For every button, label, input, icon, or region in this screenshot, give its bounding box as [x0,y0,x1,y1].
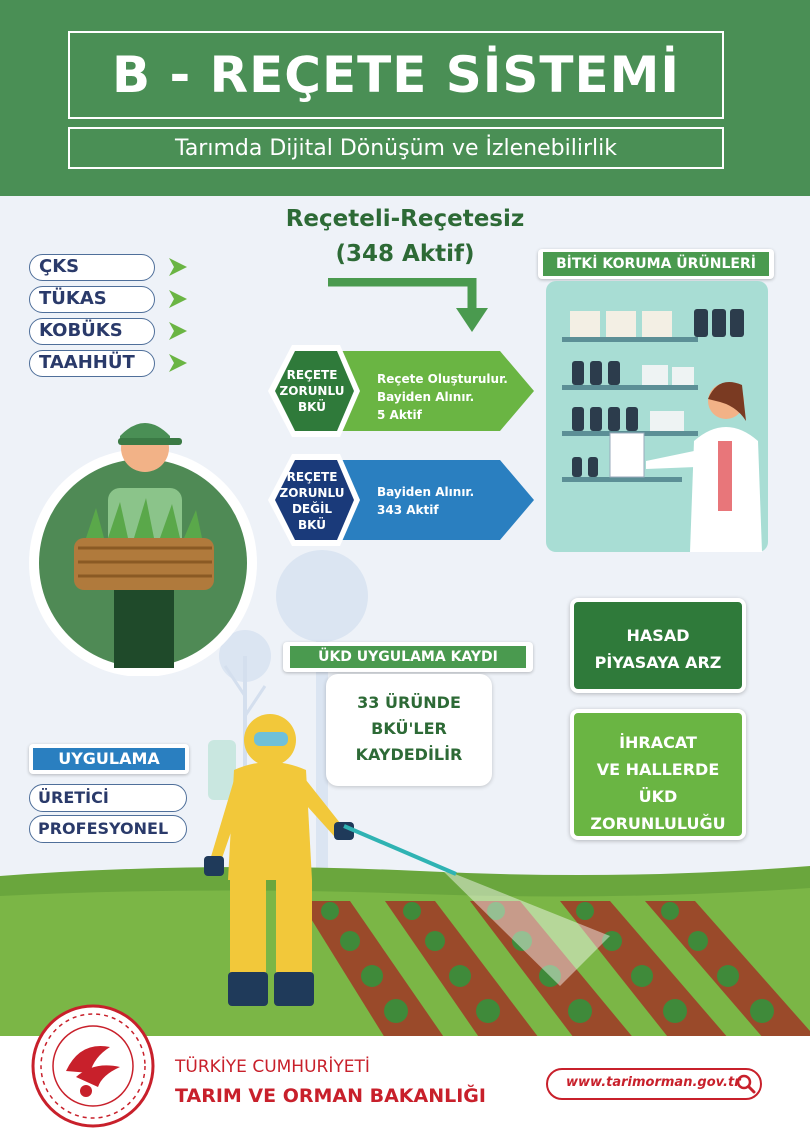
subtitle-box: Tarımda Dijital Dönüşüm ve İzlenebilirli… [68,127,724,169]
title-box: B - REÇETE SİSTEMİ [68,31,724,119]
ministry-name-line1: TÜRKİYE CUMHURİYETİ [175,1057,370,1077]
chevron-right-icon [169,258,187,276]
website-link-box[interactable] [546,1068,762,1100]
registry-pill: TÜKAS [29,286,155,313]
page-title: B - REÇETE SİSTEMİ [111,46,681,104]
prescription-heading-line1: Reçeteli-Reçetesiz [285,206,525,232]
background-illustration [0,550,810,1046]
website-link[interactable]: www.tarimorman.gov.tr [566,1075,741,1090]
farmer-illustration [29,423,257,676]
pharmacist-illustration [562,309,762,552]
prescription-heading: Reçeteli-Reçetesiz (348 Aktif) [240,202,570,272]
ukd-text: 33 ÜRÜNDE BKÜ'LER KAYDEDİLİR [355,693,463,764]
registry-pill: ÇKS [29,254,155,281]
harvest-box: HASAD PİYASAYA ARZ [570,598,746,693]
rx-not-required-info: Bayiden Alınır. 343 Aktif [377,485,475,517]
rx-required-label: REÇETE ZORUNLU BKÜ [279,368,345,414]
rx-not-required-shape [268,454,534,546]
export-box: İHRACAT VE HALLERDE ÜKD ZORUNLULUĞU [570,709,746,840]
rx-required-shape [268,345,534,437]
flow-arrow-icon [328,278,488,332]
application-tag: UYGULAMA [33,748,185,770]
prescription-active-count: (348 Aktif) [335,241,475,267]
application-item: PROFESYONEL [29,815,187,843]
registry-pill: KOBÜKS [29,318,155,345]
chevron-right-icon [169,290,187,308]
ukd-box [326,674,492,786]
registry-pill: TAAHHÜT [29,350,155,377]
search-icon[interactable] [736,1074,756,1094]
page-subtitle: Tarımda Dijital Dönüşüm ve İzlenebilirli… [175,135,617,161]
chevron-right-icon [169,322,187,340]
ministry-seal-icon [31,1004,155,1128]
sprayer-worker-illustration [204,714,457,1006]
plant-protection-tag: BİTKİ KORUMA ÜRÜNLERİ [543,252,769,276]
rx-not-required-label: REÇETE ZORUNLU DEĞİL BKÜ [279,470,345,532]
ukd-tag: ÜKD UYGULAMA KAYDI [290,646,526,668]
rx-required-info: Reçete Oluşturulur. Bayiden Alınır. 5 Ak… [377,372,508,422]
chevron-right-icon [169,354,187,372]
ministry-name-line2: TARIM VE ORMAN BAKANLIĞI [175,1085,486,1107]
application-item: ÜRETİCİ [29,784,187,812]
